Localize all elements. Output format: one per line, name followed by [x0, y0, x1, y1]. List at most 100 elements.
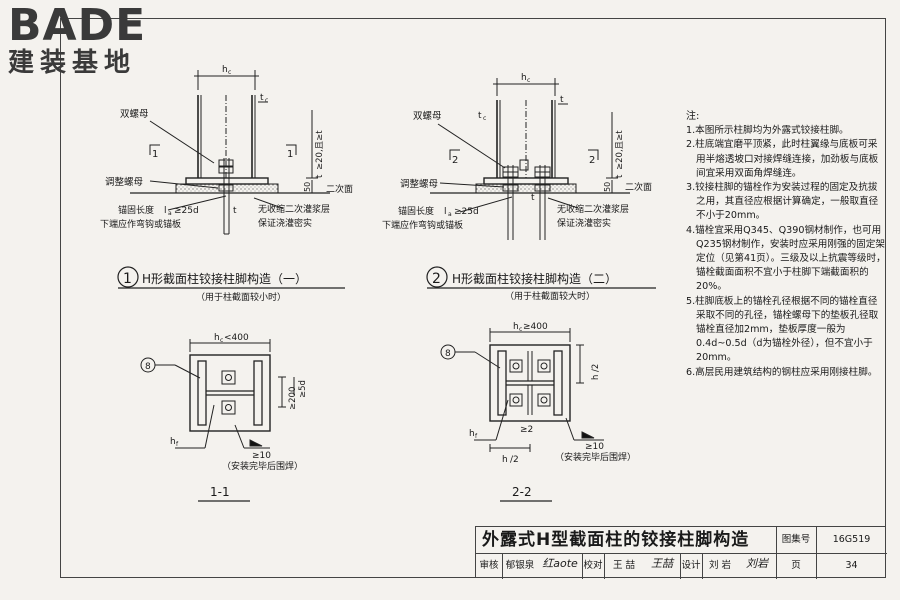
section1-plan	[140, 339, 295, 449]
view1-grout-req: ≥20,且≥t	[315, 130, 325, 170]
logo-subtitle: 建装基地	[8, 48, 137, 78]
view2-section-mark-right: 2	[589, 155, 595, 166]
section2-hc: h	[513, 322, 519, 332]
atlas-label: 图集号	[781, 534, 811, 545]
section1-hf: h	[170, 437, 176, 447]
note-item: 6.高层民用建筑结构的钢柱应采用刚接柱脚。	[686, 366, 878, 378]
check-label: 校对	[583, 560, 603, 571]
view2-anchor-len: 锚固长度	[398, 205, 434, 217]
view1-anchor-25d: ≥25d	[174, 206, 199, 216]
logo-brand: BADE	[8, 0, 147, 51]
view2-title: H形截面柱铰接柱脚构造（二）	[452, 271, 617, 286]
view2-grout-dim: t	[615, 174, 625, 178]
section2-weld-10: ≥10	[585, 442, 604, 452]
section2-hf: h	[469, 429, 475, 439]
view1-hc: h	[222, 65, 228, 75]
atlas-number: 16G519	[832, 534, 871, 545]
review-label: 审核	[479, 560, 499, 571]
section1-weld-10: ≥10	[252, 451, 271, 461]
view1-anchor-end: 下端应作弯钩或锚板	[100, 218, 181, 230]
view1-grout-dim: t	[315, 174, 325, 178]
designer-name: 刘 岩	[708, 560, 732, 571]
view2-section-mark-left: 2	[452, 155, 458, 166]
view1-section-mark-right: 1	[287, 149, 293, 160]
page-number: 34	[845, 560, 858, 571]
view2-hc: h	[521, 73, 527, 83]
view2-anchor-la: l	[444, 207, 447, 217]
view2-no-shrink-2: 保证浇灌密实	[557, 217, 611, 229]
design-label: 设计	[681, 560, 701, 571]
section2-hc-val: ≥400	[523, 322, 548, 332]
view1-double-nut: 双螺母	[120, 109, 149, 120]
section1-circle: 8	[145, 362, 151, 372]
svg-text:a: a	[448, 211, 452, 218]
svg-text:c: c	[220, 337, 223, 344]
section1-dim-200: ≥200	[288, 387, 298, 410]
view2-double-nut: 双螺母	[413, 111, 442, 122]
drawing-frame	[60, 18, 886, 578]
view1-title: H形截面柱铰接柱脚构造（一）	[142, 271, 307, 286]
section2-name: 2-2	[512, 485, 532, 499]
section2-plan	[440, 328, 604, 452]
view1-tc: t	[260, 93, 264, 103]
view2-anchor-end: 下端应作弯钩或锚板	[382, 219, 463, 231]
view2-adjust-nut: 调整螺母	[400, 178, 438, 190]
view1-adjust-nut: 调整螺母	[105, 176, 143, 188]
drawing-title: 外露式H型截面柱的铰接柱脚构造	[482, 530, 750, 550]
section2-hc-half2: h	[502, 455, 508, 465]
view2-grout-req: ≥20,且≥t	[615, 130, 625, 170]
checker-signature: 王喆	[651, 557, 673, 570]
svg-text:f: f	[176, 441, 179, 448]
view2-anchor-25d: ≥25d	[454, 207, 479, 217]
view1-anchor-len: 锚固长度	[118, 204, 154, 216]
view2-grout: 二次面	[625, 181, 652, 193]
view2-t: t	[531, 193, 535, 203]
section1-dim-5d: ≥5d	[298, 380, 308, 398]
reviewer-signature: 红aote	[542, 557, 578, 570]
view2-elevation	[430, 78, 630, 240]
view1-elevation	[130, 70, 330, 235]
section2-weld-note: （安装完毕后围焊）	[555, 451, 636, 463]
checker-name: 王 喆	[612, 560, 636, 571]
view1-anchor-la: l	[164, 206, 167, 216]
view2-tc-right: t	[560, 95, 564, 105]
title-block: 外露式H型截面柱的铰接柱脚构造 图集号 16G519 审核 郁银泉 红aote …	[475, 526, 887, 579]
view1-section-mark-left: 1	[152, 149, 158, 160]
section2-hc-half: h	[591, 375, 601, 380]
section2-hc-half2-val: /2	[510, 455, 519, 465]
section2-dim-2: ≥2	[520, 425, 533, 435]
view2-number: 2	[432, 271, 441, 287]
view2-subtitle: （用于柱截面较大时）	[505, 290, 595, 302]
section1-hc: h	[214, 333, 220, 343]
svg-text:c: c	[519, 326, 522, 333]
svg-text:a: a	[168, 210, 172, 217]
page-label: 页	[791, 560, 801, 571]
notes-panel: 注: 1.本图所示柱脚均为外露式铰接柱脚。 2.柱底端宜磨平顶紧，此时柱翼缘与底…	[686, 110, 886, 380]
note-item: 4.锚栓宜采用Q345、Q390钢材制作，也可用Q235钢材制作，安装时应采用刚…	[686, 224, 886, 293]
view2-no-shrink-1: 无收缩二次灌浆层	[557, 203, 629, 215]
notes-heading: 注:	[686, 111, 700, 122]
logo: BADE 建装基地	[8, 4, 198, 84]
svg-text:c: c	[483, 115, 486, 122]
view2-dim-50: 50	[603, 182, 612, 192]
section2-hc-half-val: /2	[591, 364, 601, 372]
svg-text:f: f	[475, 433, 478, 440]
view1-no-shrink-2: 保证浇灌密实	[258, 217, 312, 229]
section1-hc-val: <400	[224, 333, 249, 343]
svg-text:c: c	[228, 69, 231, 76]
reviewer-name: 郁银泉	[505, 560, 535, 571]
note-item: 1.本图所示柱脚均为外露式铰接柱脚。	[686, 125, 849, 137]
note-item: 3.铰接柱脚的锚栓作为安装过程的固定及抗拔之用，其直径应根据计算确定，一般取直径…	[686, 182, 879, 222]
view1-subtitle: （用于柱截面较小时）	[196, 291, 286, 303]
view1-t: t	[233, 206, 237, 216]
designer-signature: 刘岩	[746, 557, 768, 570]
note-item: 5.柱脚底板上的锚栓孔径根据不同的锚栓直径采取不同的孔径，锚栓螺母下的垫板孔径取…	[686, 295, 879, 364]
view1-dim-50: 50	[303, 182, 312, 192]
section2-circle: 8	[445, 349, 451, 359]
section1-name: 1-1	[210, 485, 230, 499]
svg-text:c: c	[527, 77, 530, 84]
view1-number: 1	[123, 271, 132, 287]
svg-text:c: c	[265, 97, 268, 104]
